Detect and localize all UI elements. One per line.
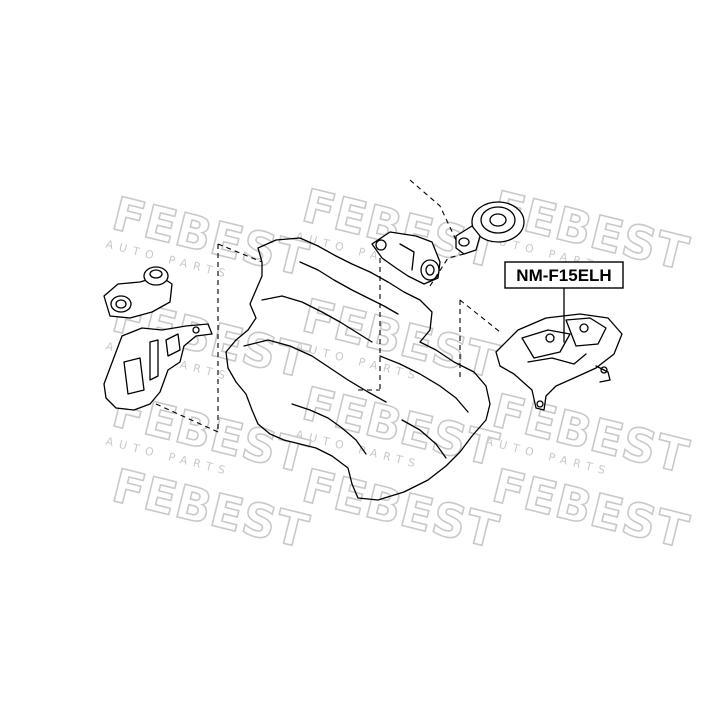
part-label: NM-F15ELH xyxy=(504,261,624,343)
watermark-10: FEBEST xyxy=(297,457,506,559)
top-mount-bracket xyxy=(371,231,441,285)
part-number: NM-F15ELH xyxy=(516,266,611,285)
assembly-lines xyxy=(155,179,501,433)
watermark-brand: FEBEST xyxy=(297,458,504,559)
right-engine-mount xyxy=(495,313,623,411)
left-mount-bracket xyxy=(103,323,213,411)
engine-block xyxy=(225,237,491,501)
left-torque-rod xyxy=(103,266,173,319)
top-torque-rod xyxy=(455,201,525,255)
